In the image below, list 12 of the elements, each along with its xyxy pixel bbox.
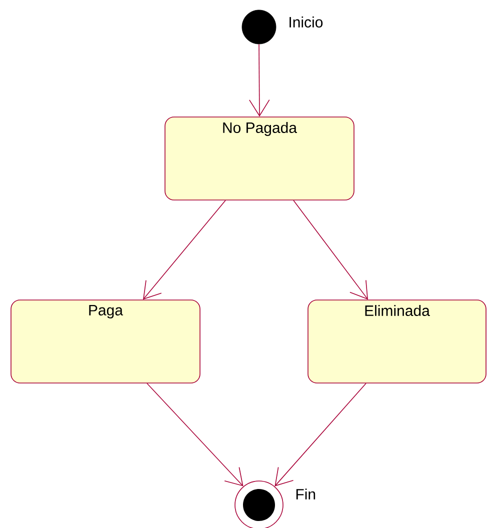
initial-state-symbol [242, 10, 276, 44]
transition-arrow [248, 44, 270, 117]
transition-arrow [143, 200, 226, 300]
transition-arrow [146, 383, 244, 486]
state-label: Fin [296, 488, 316, 500]
state-label: Inicio [290, 16, 323, 28]
transition-arrow [293, 200, 368, 300]
transition-arrow [274, 383, 366, 486]
state-box: No Pagada [164, 116, 354, 200]
final-state-symbol [234, 480, 284, 528]
state-box: Paga [10, 300, 200, 384]
state-box: Eliminada [308, 300, 486, 384]
